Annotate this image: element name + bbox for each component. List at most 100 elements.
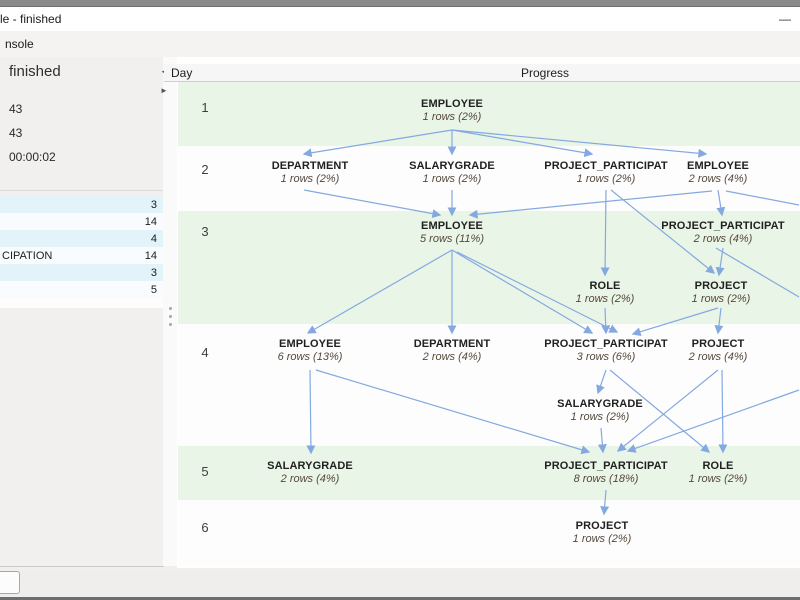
node-table-name: ROLE — [702, 460, 734, 472]
day-number: 2 — [201, 162, 209, 177]
status-bar — [0, 570, 800, 597]
summary-status-heading: finished — [9, 63, 61, 80]
stat-value-1: 43 — [9, 102, 23, 116]
node-row-count: 5 rows (11%) — [420, 233, 484, 245]
splitter-grip-dot — [169, 323, 172, 326]
node-table-name: EMPLOYEE — [687, 160, 749, 172]
menu-bar: nsole — [0, 31, 800, 58]
node-row-count: 6 rows (13%) — [277, 351, 343, 363]
stat-elapsed-time: 00:00:02 — [9, 150, 56, 164]
day-number: 1 — [201, 100, 209, 115]
splitter-grip-dot — [169, 307, 172, 310]
title-bar: le - finished — — [0, 7, 800, 31]
node-row-count: 8 rows (18%) — [573, 473, 639, 485]
table-row[interactable]: 3 — [0, 196, 163, 213]
node-table-name: SALARYGRADE — [267, 460, 353, 472]
panel-divider — [0, 190, 163, 191]
node-row-count: 3 rows (6%) — [576, 351, 636, 363]
splitter-grip-dot — [169, 315, 172, 318]
column-header-progress: Progress — [520, 66, 570, 80]
node-row-count: 1 rows (2%) — [572, 533, 632, 545]
node-table-name: EMPLOYEE — [421, 220, 483, 232]
splitter-collapse-icon[interactable]: ◄ — [160, 67, 168, 76]
node-row-count: 1 rows (2%) — [570, 411, 630, 423]
grid-header-row — [164, 64, 800, 82]
corner-button[interactable] — [0, 571, 20, 594]
table-name-cell: CIPATION — [2, 249, 53, 262]
node-row-count: 1 rows (2%) — [422, 111, 482, 123]
table-count-cell: 3 — [150, 266, 157, 279]
node-table-name: PROJECT — [694, 280, 748, 292]
table-row[interactable]: 14 — [0, 213, 163, 230]
node-row-count: 1 rows (2%) — [576, 173, 636, 185]
day-number: 6 — [201, 520, 209, 535]
node-row-count: 1 rows (2%) — [688, 473, 748, 485]
panel-splitter[interactable] — [163, 57, 178, 566]
table-count-cell: 14 — [144, 249, 157, 262]
minimize-button[interactable]: — — [770, 7, 800, 31]
day-row-band[interactable] — [178, 446, 800, 500]
table-count-cell: 14 — [144, 215, 157, 228]
column-header-day: Day — [171, 66, 193, 80]
node-row-count: 1 rows (2%) — [280, 173, 340, 185]
node-row-count: 2 rows (4%) — [280, 473, 340, 485]
table-row[interactable]: 5 — [0, 281, 163, 298]
day-number: 5 — [201, 464, 209, 479]
node-row-count: 1 rows (2%) — [422, 173, 482, 185]
node-table-name: PROJECT_PARTICIPAT — [544, 160, 668, 172]
day-number: 3 — [201, 224, 209, 239]
node-table-name: DEPARTMENT — [413, 338, 491, 350]
node-row-count: 1 rows (2%) — [691, 293, 751, 305]
node-row-count: 2 rows (4%) — [422, 351, 482, 363]
node-row-count: 2 rows (4%) — [688, 173, 748, 185]
node-row-count: 2 rows (4%) — [693, 233, 753, 245]
table-row[interactable]: CIPATION 14 — [0, 247, 163, 264]
node-table-name: PROJECT_PARTICIPAT — [544, 338, 668, 350]
node-table-name: ROLE — [589, 280, 621, 292]
window-bottom-edge — [0, 597, 800, 600]
table-row[interactable]: 3 — [0, 264, 163, 281]
current-row-marker-icon: ► — [160, 86, 168, 95]
node-row-count: 2 rows (4%) — [688, 351, 748, 363]
node-table-name: DEPARTMENT — [271, 160, 349, 172]
table-count-cell: 4 — [150, 232, 157, 245]
table-count-cell: 5 — [150, 283, 157, 296]
minimize-icon: — — [779, 12, 791, 26]
node-row-count: 1 rows (2%) — [575, 293, 635, 305]
day-row-band[interactable] — [178, 500, 800, 567]
table-count-cell: 3 — [150, 198, 157, 211]
window-top-border — [0, 0, 800, 7]
window-title: le - finished — [0, 12, 62, 26]
node-table-name: EMPLOYEE — [421, 98, 483, 110]
node-table-name: SALARYGRADE — [409, 160, 495, 172]
menu-item-console[interactable]: nsole — [5, 37, 34, 51]
node-table-name: PROJECT_PARTICIPAT — [544, 460, 668, 472]
stat-value-2: 43 — [9, 126, 23, 140]
node-table-name: PROJECT — [575, 520, 629, 532]
node-table-name: EMPLOYEE — [279, 338, 341, 350]
day-number: 4 — [201, 345, 209, 360]
table-row[interactable]: 4 — [0, 230, 163, 247]
node-table-name: SALARYGRADE — [557, 398, 643, 410]
